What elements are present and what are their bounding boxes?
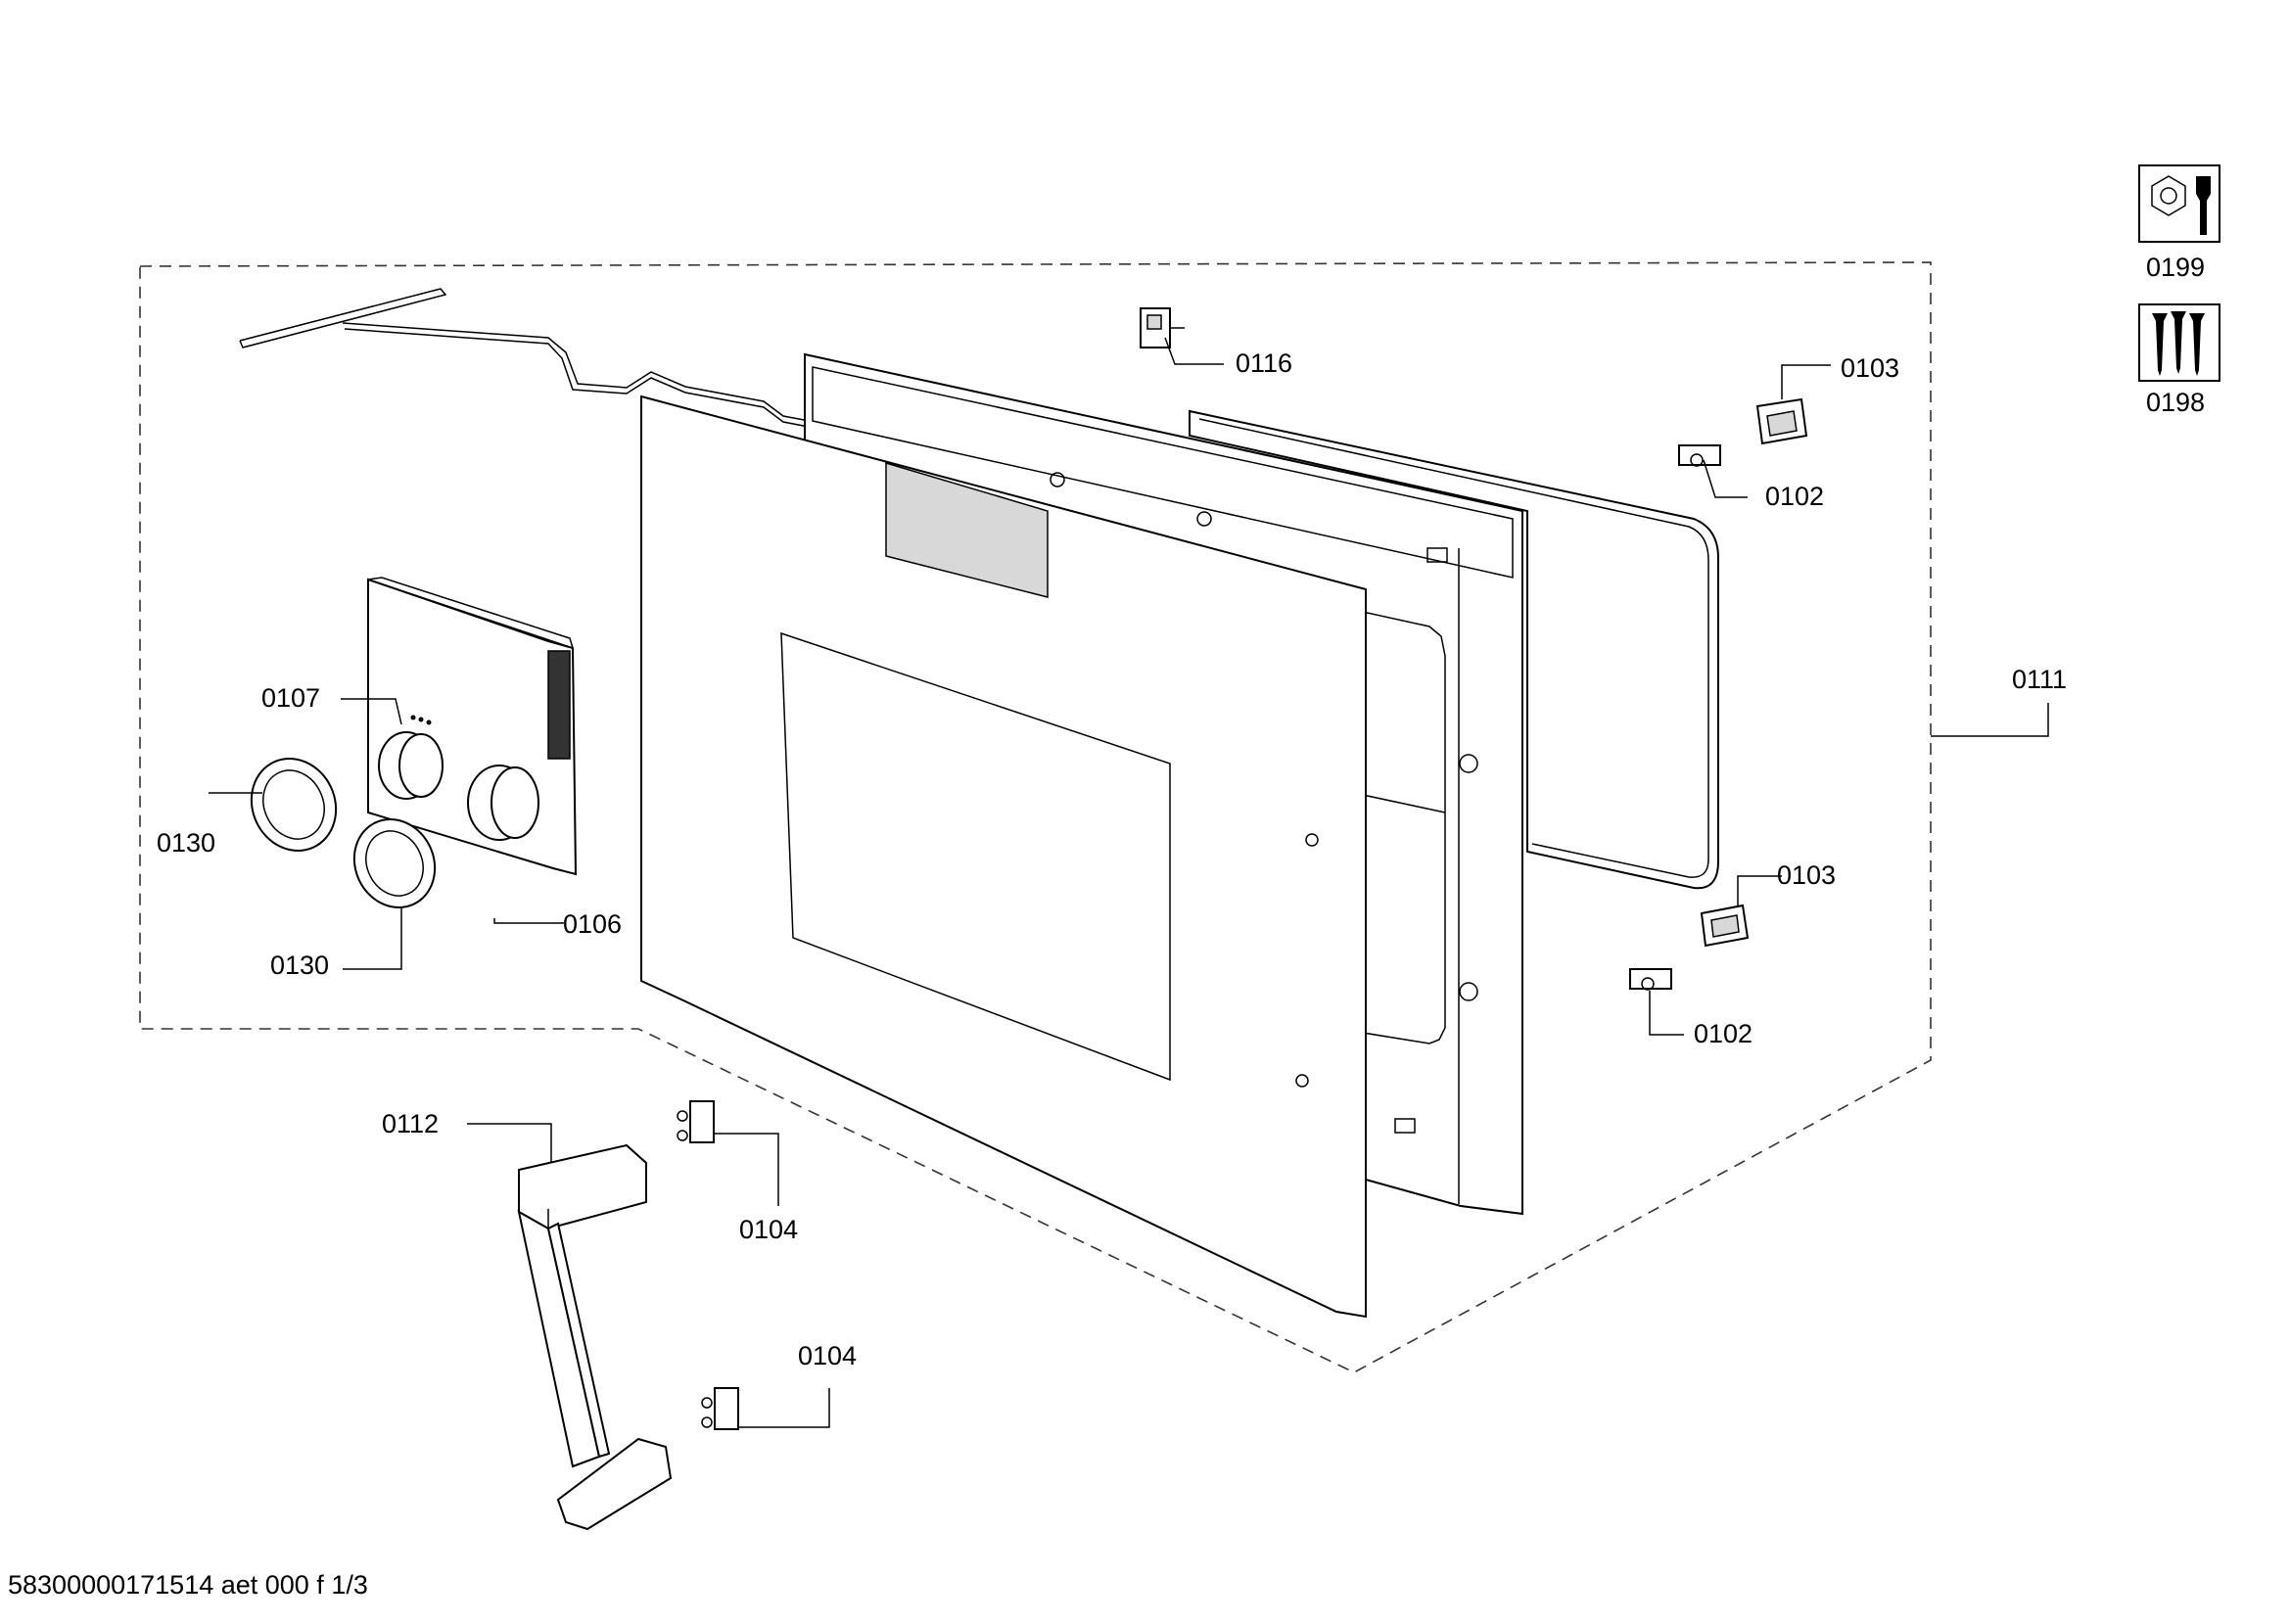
label-0130-b: 0130 (270, 951, 329, 980)
ring-0130-a (250, 758, 338, 852)
label-0104-a: 0104 (739, 1215, 798, 1244)
part-0104-a (677, 1100, 715, 1143)
part-0102-top (1678, 444, 1721, 467)
label-0103-bottom: 0103 (1777, 860, 1836, 890)
label-0199: 0199 (2146, 253, 2205, 282)
label-0102-top: 0102 (1765, 482, 1824, 511)
part-0103-bottom (1700, 904, 1750, 948)
knob-0107 (378, 715, 444, 800)
wrench-nut-icon (2138, 164, 2220, 243)
screws-icon (2138, 303, 2220, 382)
label-0103-top: 0103 (1841, 353, 1899, 383)
label-0107: 0107 (261, 683, 320, 713)
part-0104-b (701, 1387, 739, 1430)
label-0104-b: 0104 (798, 1341, 857, 1370)
ring-0130-b (352, 818, 437, 908)
door-seal-frame (1189, 409, 1719, 890)
part-0102-bottom (1629, 968, 1672, 991)
label-0106: 0106 (563, 909, 622, 939)
knob-0106 (467, 765, 539, 841)
door-glass-panel (640, 394, 1367, 1319)
part-0103-top (1755, 397, 1808, 445)
label-0112: 0112 (382, 1109, 439, 1138)
label-0111: 0111 (2012, 665, 2067, 694)
label-0102-bottom: 0102 (1694, 1019, 1753, 1048)
label-0130-a: 0130 (157, 828, 215, 858)
label-0116: 0116 (1236, 348, 1292, 378)
footer-document-id: 58300000171514 aet 000 f 1/3 (8, 1570, 368, 1600)
label-0198: 0198 (2146, 388, 2205, 417)
door-handle-0112 (517, 1143, 673, 1531)
part-0116 (1140, 307, 1185, 348)
leader-lines (209, 337, 2049, 1428)
assembly-boundary (139, 261, 1932, 1373)
